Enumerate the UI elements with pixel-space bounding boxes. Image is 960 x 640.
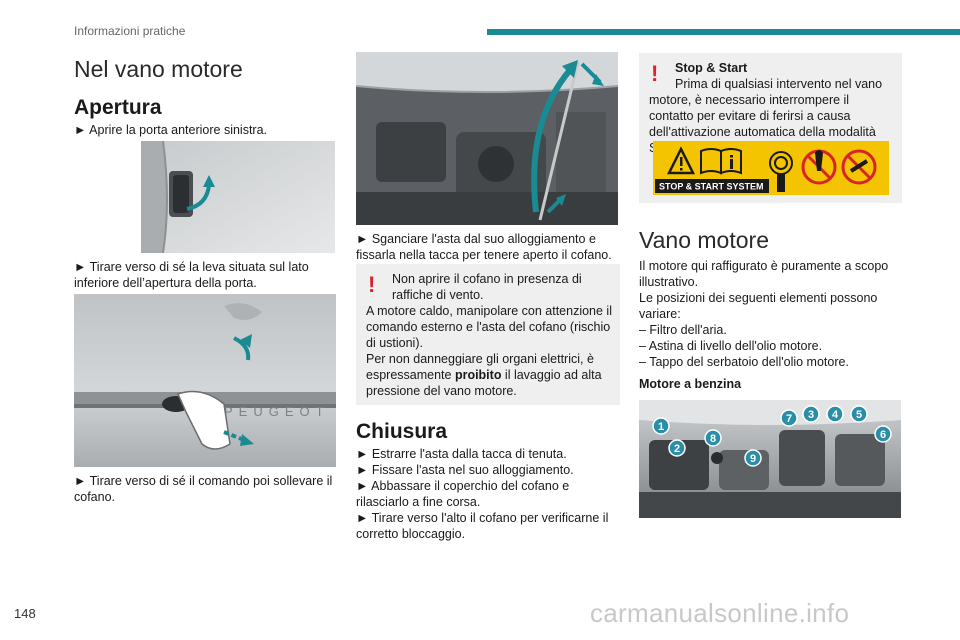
warning-line-2: A motore caldo, manipolare con attenzion…: [366, 304, 612, 350]
engine-marker-1: 1: [652, 417, 670, 435]
svg-text:1: 1: [658, 421, 664, 433]
warning-line-1: Non aprire il cofano in presenza di raff…: [392, 272, 582, 302]
chiusura-step-1: ► Estrarre l'asta dalla tacca di tenuta.: [356, 447, 567, 461]
hood-warning-box: ! Non aprire il cofano in presenza di ra…: [356, 264, 620, 405]
engine-marker-2: 2: [668, 439, 686, 457]
vano-item-2: – Astina di livello dell'olio motore.: [639, 339, 823, 353]
engine-marker-6: 6: [874, 425, 892, 443]
grille-lettering: PEUGEOT: [224, 404, 330, 419]
apertura-step-2: ► Tirare verso di sé la leva situata sul…: [74, 260, 309, 290]
warning-bold-word: proibito: [454, 368, 502, 382]
middle-step-4: ► Sganciare l'asta dal suo alloggiamento…: [356, 232, 612, 262]
chiusura-step-4: ► Tirare verso l'alto il cofano per veri…: [356, 511, 609, 541]
vano-item-1: – Filtro dell'aria.: [639, 323, 727, 337]
chiusura-step-3: ► Abbassare il coperchio del cofano e ri…: [356, 479, 570, 509]
svg-text:8: 8: [710, 433, 716, 445]
vano-positions: Le posizioni dei seguenti elementi posso…: [639, 291, 878, 321]
svg-text:2: 2: [674, 443, 680, 455]
vano-intro: Il motore qui raffigurato è puramente a …: [639, 259, 889, 289]
engine-marker-9: 9: [744, 449, 762, 467]
svg-text:4: 4: [832, 409, 839, 421]
stop-start-title: Stop & Start: [675, 61, 748, 75]
svg-text:5: 5: [856, 409, 862, 421]
apertura-step-3: ► Tirare verso di sé il comando poi soll…: [74, 474, 333, 504]
running-header: Informazioni pratiche: [74, 24, 186, 38]
engine-marker-7: 7: [780, 409, 798, 427]
svg-text:9: 9: [750, 453, 756, 465]
vano-item-3: – Tappo del serbatoio dell'olio motore.: [639, 355, 849, 369]
page-number: 148: [14, 606, 36, 621]
stop-start-box: ! Stop & Start Prima di qualsiasi interv…: [639, 53, 902, 203]
hood-release-photo: PEUGEOT: [74, 294, 336, 467]
stop-start-sticker-label: STOP & START SYSTEM: [659, 182, 764, 192]
page-title: Nel vano motore: [74, 56, 243, 82]
svg-text:3: 3: [808, 409, 814, 421]
engine-marker-5: 5: [850, 405, 868, 423]
door-lever-photo: [141, 141, 335, 253]
svg-text:7: 7: [786, 413, 792, 425]
warning-line-3: Per non danneggiare gli organi elettrici…: [366, 352, 602, 398]
chiusura-heading: Chiusura: [356, 420, 448, 443]
watermark: carmanualsonline.info: [590, 598, 850, 628]
apertura-heading: Apertura: [74, 96, 162, 119]
hood-strut-photo: [356, 52, 618, 225]
apertura-step-1: ► Aprire la porta anteriore sinistra.: [74, 123, 268, 137]
stop-start-exclamation-icon: !: [651, 61, 659, 86]
engine-marker-8: 8: [704, 429, 722, 447]
stop-start-text: Prima di qualsiasi intervento nel vano m…: [649, 77, 883, 155]
chiusura-step-2: ► Fissare l'asta nel suo alloggiamento.: [356, 463, 574, 477]
vano-motore-heading: Vano motore: [639, 227, 769, 253]
warning-exclamation-icon: !: [368, 272, 376, 297]
stop-start-sticker: STOP & START SYSTEM: [653, 141, 889, 195]
engine-marker-4: 4: [826, 405, 844, 423]
header-accent-bar: [487, 29, 960, 35]
svg-text:6: 6: [880, 429, 886, 441]
engine-marker-3: 3: [802, 405, 820, 423]
motore-benzina-subtitle: Motore a benzina: [639, 377, 742, 391]
